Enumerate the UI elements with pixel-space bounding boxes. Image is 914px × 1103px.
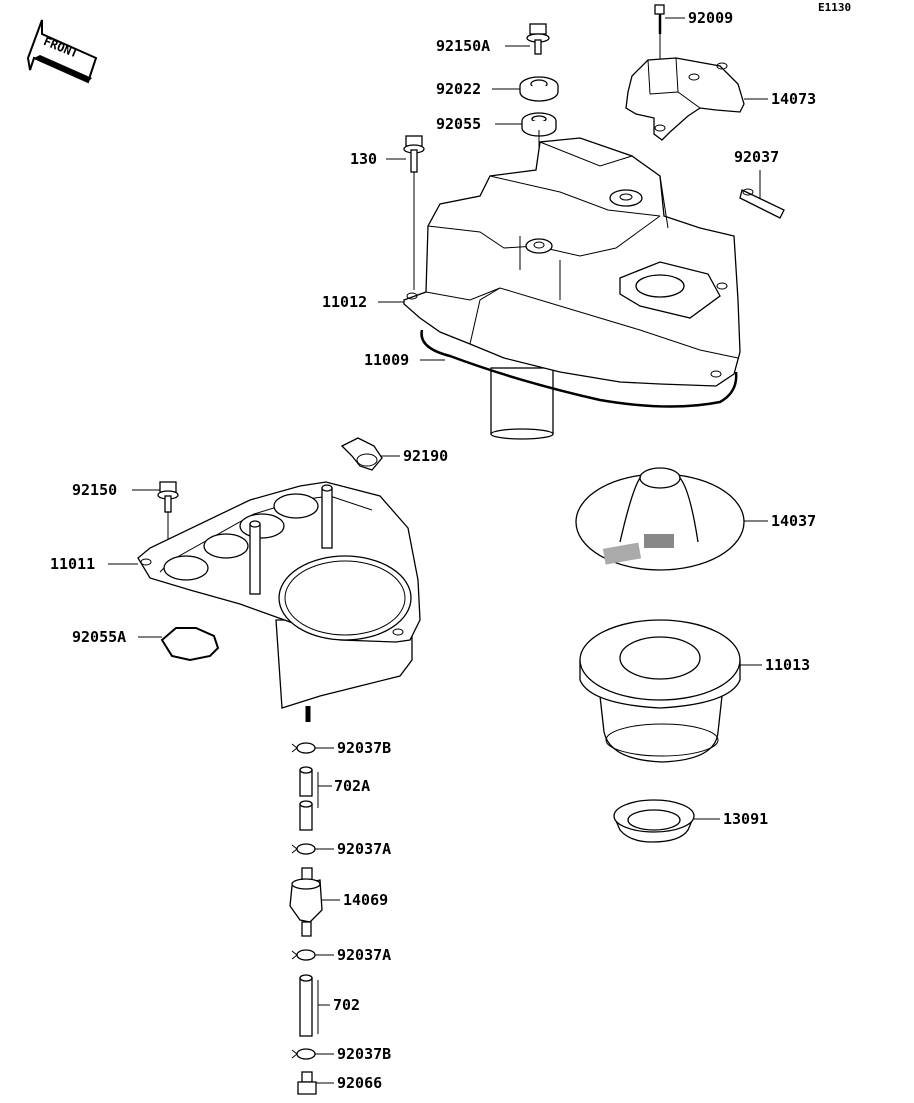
label-92037A-top: 92037A: [337, 840, 391, 858]
label-92150: 92150: [72, 481, 117, 499]
air-cleaner-lower-case-11011: [137, 481, 421, 722]
label-92009: 92009: [688, 9, 733, 27]
diagram-code: E1130: [818, 1, 851, 14]
label-702A: 702A: [334, 777, 370, 795]
air-cleaner-case-11012: [403, 137, 741, 440]
label-92150A: 92150A: [436, 37, 490, 55]
gasket-11009: [420, 329, 738, 408]
clip-92037B-top: [291, 742, 316, 754]
filter-11013: [579, 619, 741, 763]
clip-92037A-bottom: [291, 949, 316, 961]
plug-92066: [297, 1071, 317, 1095]
bolt-130: [403, 135, 425, 290]
elbow-92190: [340, 437, 383, 471]
label-92055A: 92055A: [72, 628, 126, 646]
label-92037A-bottom: 92037A: [337, 946, 391, 964]
clip-92037B-bottom: [291, 1048, 316, 1060]
hose-702: [299, 974, 313, 1037]
label-92066: 92066: [337, 1074, 382, 1092]
clamp-92037: [739, 188, 785, 219]
hose-702A: [299, 766, 313, 831]
drain-filter-14069: [289, 867, 323, 937]
cover-14073: [625, 57, 745, 141]
front-arrow-icon: FRONT: [26, 19, 98, 84]
ring-13091: [613, 799, 695, 843]
label-14037: 14037: [771, 512, 816, 530]
label-92055: 92055: [436, 115, 481, 133]
label-11013: 11013: [765, 656, 810, 674]
gasket-92055A: [160, 627, 220, 662]
label-11009: 11009: [364, 351, 409, 369]
bolt-92150: [157, 481, 179, 560]
element-14037: [575, 467, 745, 571]
label-702: 702: [333, 996, 360, 1014]
clip-92037A-top: [291, 843, 316, 855]
label-92022: 92022: [436, 80, 481, 98]
bolt-92150A: [526, 23, 550, 55]
label-14069: 14069: [343, 891, 388, 909]
label-14073: 14073: [771, 90, 816, 108]
label-130: 130: [350, 150, 377, 168]
label-13091: 13091: [723, 810, 768, 828]
label-92037: 92037: [734, 148, 779, 166]
label-11012: 11012: [322, 293, 367, 311]
label-11011: 11011: [50, 555, 95, 573]
washer-92022: [519, 76, 559, 102]
label-92037B-bottom: 92037B: [337, 1045, 391, 1063]
label-92037B-top: 92037B: [337, 739, 391, 757]
label-92190: 92190: [403, 447, 448, 465]
